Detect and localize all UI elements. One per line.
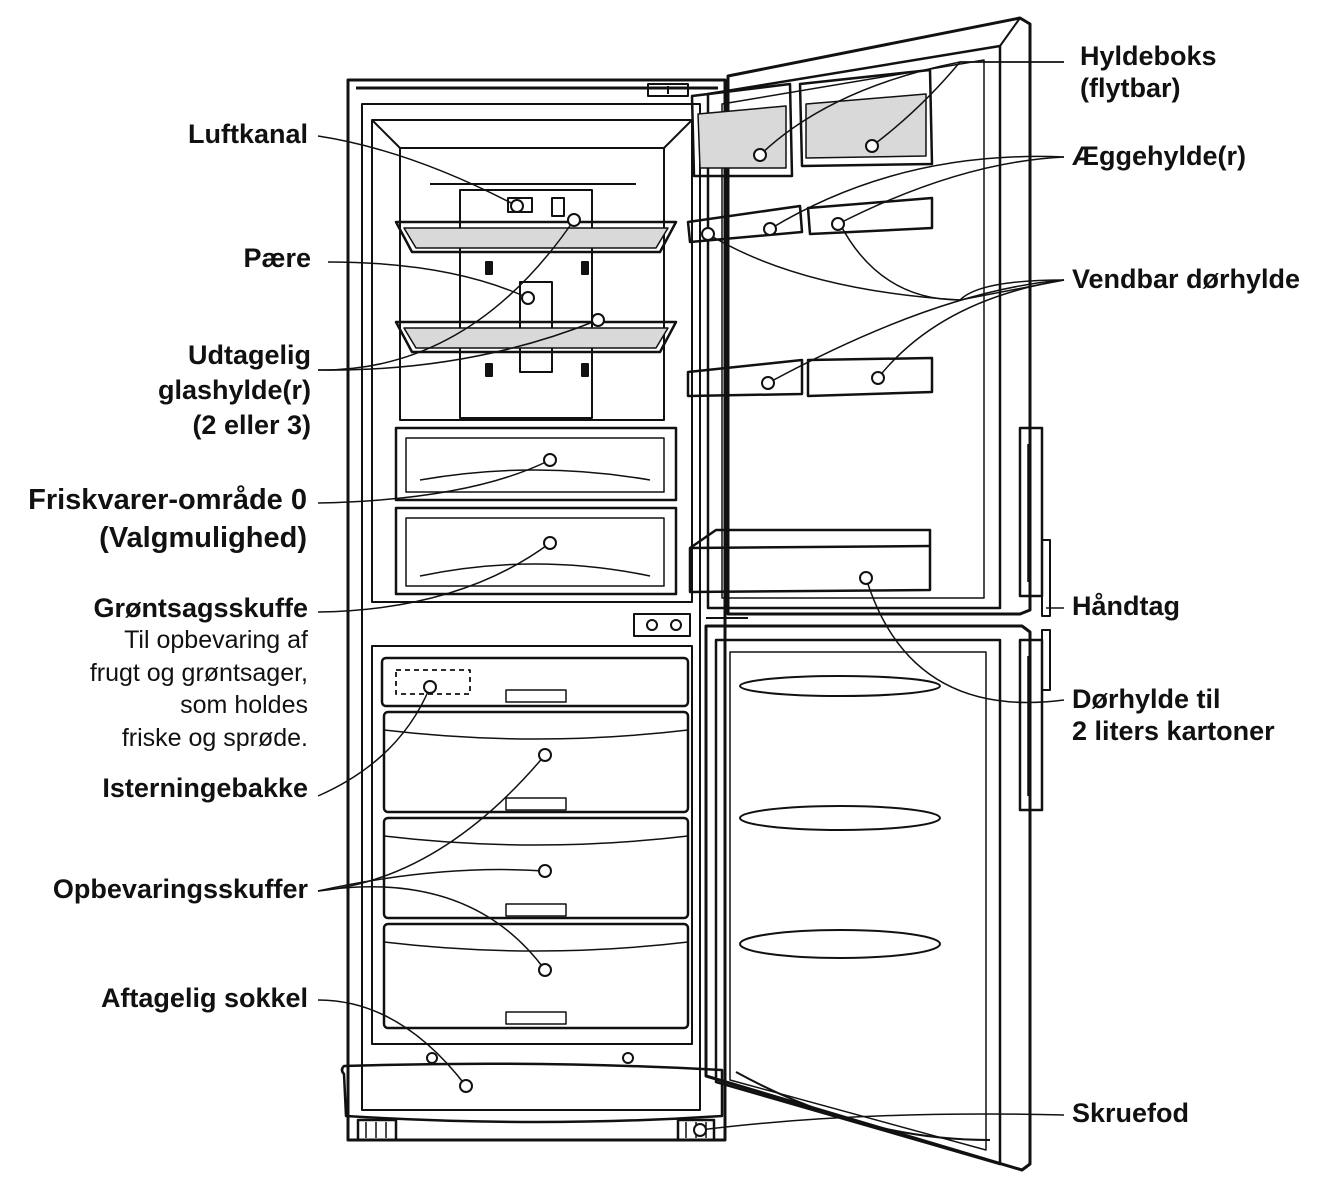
freezer-door xyxy=(706,618,1030,1170)
label-aftagelig-sokkel: Aftagelig sokkel xyxy=(101,982,308,1014)
handle-upper xyxy=(1020,428,1050,616)
label-opbevaringsskuffer: Opbevaringsskuffer xyxy=(53,873,308,905)
fresh-zone-drawer xyxy=(396,428,676,500)
label-skruefod: Skruefod xyxy=(1072,1097,1189,1129)
label-glashylde: Udtagelig glashylde(r) (2 eller 3) xyxy=(158,338,311,443)
handle-lower xyxy=(1020,630,1050,810)
glass-shelf-lower xyxy=(396,322,676,352)
label-paere: Pære xyxy=(243,242,311,274)
fridge-compartment xyxy=(372,120,692,602)
label-isterningebakke: Isterningebakke xyxy=(102,772,308,804)
freezer-drawers xyxy=(382,658,688,1028)
label-luftkanal: Luftkanal xyxy=(188,118,308,150)
label-groentsagsskuffe: Grøntsagsskuffe Til opbevaring af frugt … xyxy=(90,592,308,754)
glass-shelf-upper xyxy=(396,222,676,252)
control-panel xyxy=(634,614,690,636)
callout-points xyxy=(424,140,884,1136)
label-vendbar-doerhylde: Vendbar dørhylde xyxy=(1072,263,1300,295)
plinth xyxy=(342,1053,722,1122)
label-hyldeboks: Hyldeboks (flytbar) xyxy=(1080,40,1217,105)
label-doerhylde-kartoner: Dørhylde til 2 liters kartoner xyxy=(1072,683,1275,748)
label-haandtag: Håndtag xyxy=(1072,590,1180,622)
crisper-drawer xyxy=(396,508,676,594)
label-friskvarer: Friskvarer-område 0 (Valgmulighed) xyxy=(28,482,307,557)
label-aeggehylde: Æggehylde(r) xyxy=(1072,140,1246,172)
